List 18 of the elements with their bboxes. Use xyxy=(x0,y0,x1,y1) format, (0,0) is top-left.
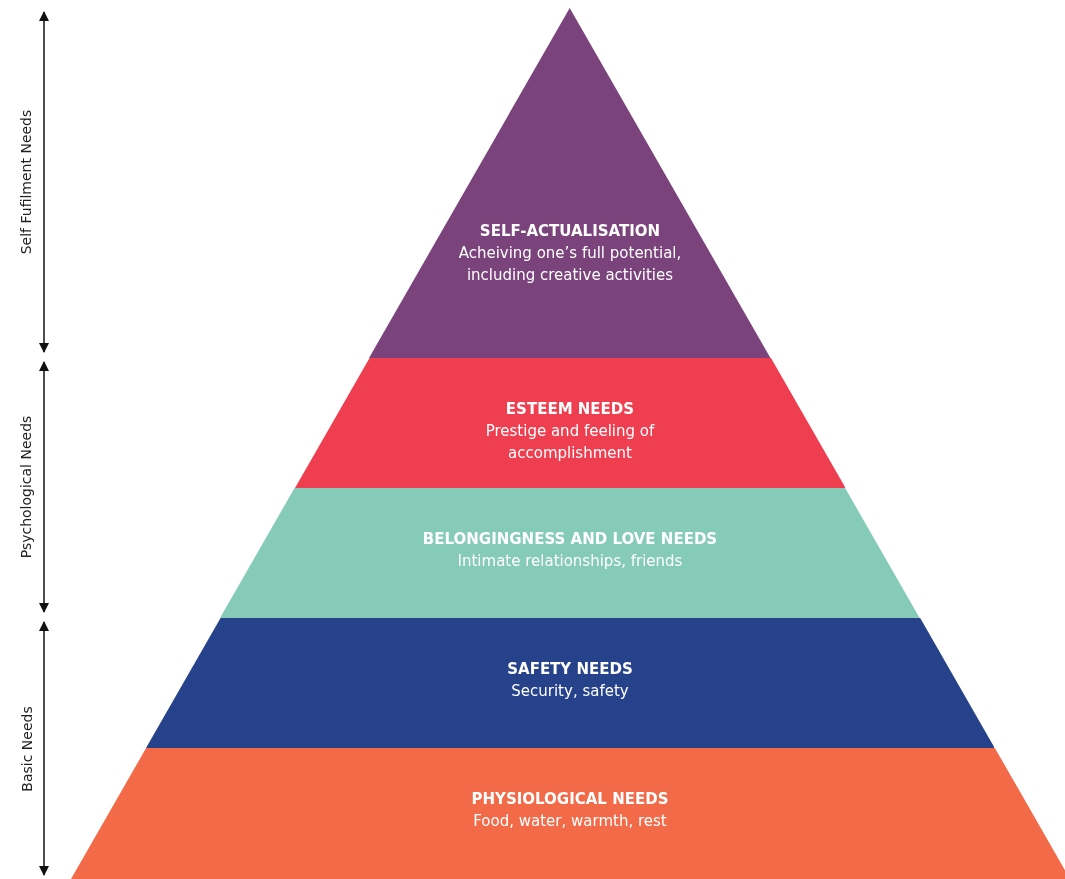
layer-description: Acheiving one’s full potential, including creative activities xyxy=(457,243,683,286)
layer-heading: SAFETY NEEDS xyxy=(507,660,633,678)
layer-description: Prestige and feeling of accomplishment xyxy=(484,421,656,464)
pyramid-layer xyxy=(220,488,920,618)
layer-description: Food, water, warmth, rest xyxy=(473,811,667,832)
range-label: Basic Needs xyxy=(18,705,35,792)
layer-heading: PHYSIOLOGICAL NEEDS xyxy=(471,790,669,808)
pyramid-layer xyxy=(145,618,995,748)
pyramid-layer xyxy=(294,358,846,488)
range-label: Psychological Needs xyxy=(17,415,34,559)
layer-description: Intimate relationships, friends xyxy=(457,551,683,572)
layer-heading: BELONGINGNESS AND LOVE NEEDS xyxy=(422,530,718,548)
layer-heading: SELF-ACTUALISATION xyxy=(479,222,661,240)
pyramid-layer xyxy=(70,748,1065,879)
layer-description: Security, safety xyxy=(511,681,629,702)
layer-heading: ESTEEM NEEDS xyxy=(505,400,635,418)
range-label: Self Fufilment Needs xyxy=(17,109,34,255)
pyramid-apex-triangle xyxy=(369,8,771,358)
